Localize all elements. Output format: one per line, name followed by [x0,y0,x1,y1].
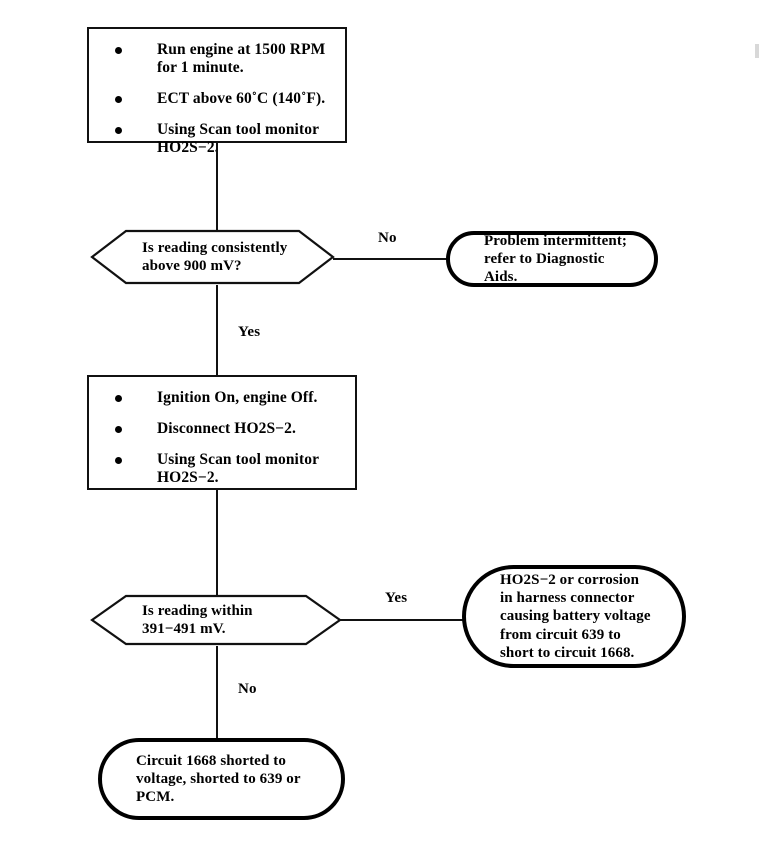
connector-step1-to-decision1 [216,143,218,231]
bullet-list-step1: Run engine at 1500 RPM for 1 minute. ECT… [111,41,335,157]
branch-label-no-2: No [238,681,257,697]
bullet-item: Run engine at 1500 RPM for 1 minute. [111,41,335,77]
terminator-circuit-shorted: Circuit 1668 shorted to voltage, shorted… [98,738,345,820]
connector-decision1-no [333,258,448,260]
terminator-corrosion: HO2S−2 or corrosion in harness connector… [462,565,686,668]
terminator-line: voltage, shorted to 639 or [136,770,301,787]
bullet-text: Run engine at 1500 RPM for 1 minute. [157,41,326,76]
bullet-dot-icon [115,47,122,54]
bullet-text: Using Scan tool monitor HO2S−2. [157,120,319,156]
bullet-text: ECT above 60˚C (140˚F). [157,89,326,107]
terminator-line: from circuit 639 to [500,626,621,643]
terminator-line: refer to Diagnostic Aids. [484,250,605,286]
bullet-dot-icon [115,126,122,134]
scan-artifact [755,44,759,58]
bullet-item: Disconnect HO2S−2. [111,420,345,438]
bullet-item: Using Scan tool monitor HO2S−2. [111,451,345,487]
branch-label-yes-1: Yes [238,324,261,340]
terminator-corrosion-text: HO2S−2 or corrosion in harness connector… [466,571,665,662]
decision1-line2: above 900 mV? [142,258,242,274]
bullet-text: Disconnect HO2S−2. [157,419,296,437]
terminator-line: PCM. [136,789,175,806]
bullet-item: ECT above 60˚C (140˚F). [111,90,335,108]
bullet-dot-icon [115,395,122,402]
decision1-line1: Is reading consistently [142,240,288,256]
terminator-shorted-text: Circuit 1668 shorted to voltage, shorted… [102,752,315,807]
bullet-item: Ignition On, engine Off. [111,389,345,407]
process-box-engine-running: Run engine at 1500 RPM for 1 minute. ECT… [87,27,347,156]
decision2-line1: Is reading within [142,603,253,619]
connector-decision2-no [216,646,218,738]
bullet-item: Using Scan tool monitor HO2S−2. [111,121,335,157]
decision1-text: Is reading consistently above 900 mV? [142,239,287,275]
connector-decision2-yes [340,619,465,621]
decision-reading-within-range: Is reading within 391−491 mV. [90,594,342,646]
process-box-ignition-on: Ignition On, engine Off. Disconnect HO2S… [87,375,357,490]
decision-reading-above-900mv: Is reading consistently above 900 mV? [90,229,335,285]
terminator-line: HO2S−2 or corrosion [500,571,640,588]
bullet-dot-icon [115,456,122,464]
bullet-text: Using Scan tool monitor HO2S−2. [157,450,319,486]
terminator-line: short to circuit 1668. [500,644,635,661]
hexagon-shape-icon [90,229,335,285]
terminator-problem-intermittent: Problem intermittent; refer to Diagnosti… [446,231,658,287]
terminator-line: causing battery voltage [500,608,651,625]
bullet-dot-icon [115,425,122,433]
decision2-text: Is reading within 391−491 mV. [142,602,253,638]
decision2-line2: 391−491 mV. [142,621,226,637]
terminator-line: Problem intermittent; [484,232,628,249]
bullet-dot-icon [115,95,122,103]
branch-label-no-1: No [378,230,397,246]
bullet-list-step2: Ignition On, engine Off. Disconnect HO2S… [111,389,345,487]
terminator-line: Circuit 1668 shorted to [136,752,286,769]
branch-label-yes-2: Yes [385,590,408,606]
connector-step2-to-decision2 [216,490,218,596]
bullet-text: Ignition On, engine Off. [157,389,318,406]
terminator-intermittent-text: Problem intermittent; refer to Diagnosti… [450,232,654,287]
connector-decision1-yes [216,285,218,375]
terminator-line: in harness connector [500,590,635,607]
